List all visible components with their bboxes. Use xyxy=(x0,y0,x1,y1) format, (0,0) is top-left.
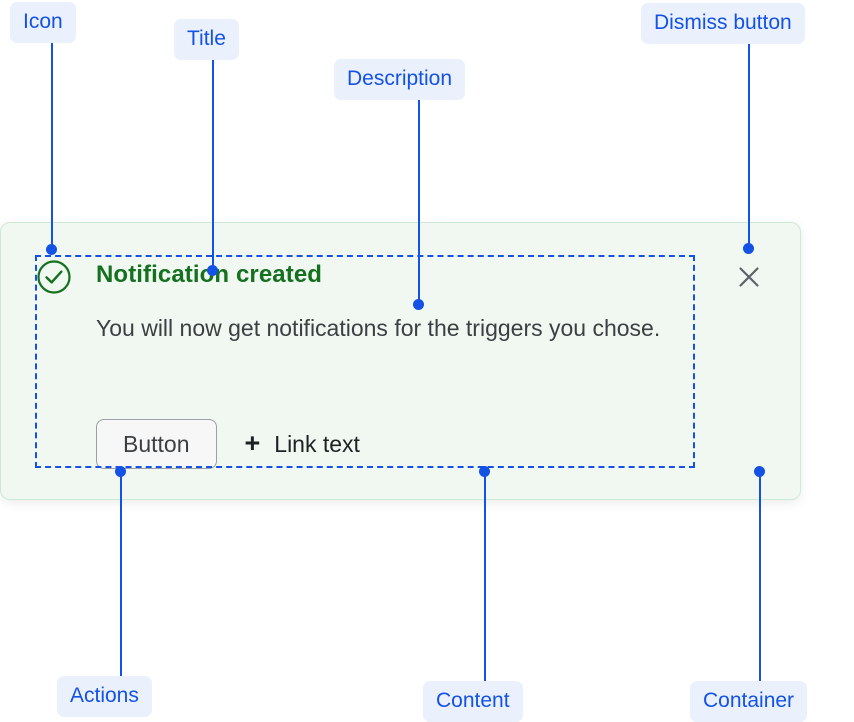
annotation-label-actions: Actions xyxy=(57,676,152,717)
annotation-label-content: Content xyxy=(423,681,523,722)
leader-line-dismiss xyxy=(748,41,750,249)
annotation-label-container: Container xyxy=(690,681,808,722)
leader-dot-title xyxy=(207,265,218,276)
leader-line-content xyxy=(484,472,486,681)
leader-line-actions xyxy=(120,472,122,676)
leader-dot-dismiss xyxy=(743,243,754,254)
leader-line-container xyxy=(759,472,761,681)
leader-line-description xyxy=(418,97,420,305)
annotation-label-description: Description xyxy=(334,59,466,100)
plus-icon: + xyxy=(244,427,261,458)
close-icon xyxy=(739,267,759,287)
action-link-label: Link text xyxy=(274,430,360,457)
leader-dot-content xyxy=(479,466,490,477)
notification-actions: Button + Link text xyxy=(96,419,360,470)
action-button[interactable]: Button xyxy=(96,419,217,470)
dismiss-button[interactable] xyxy=(731,259,767,295)
action-link[interactable]: + Link text xyxy=(244,427,360,458)
leader-dot-icon xyxy=(46,244,57,255)
annotation-label-icon: Icon xyxy=(10,2,76,43)
notification-description: You will now get notifications for the t… xyxy=(96,315,661,341)
annotation-label-dismiss: Dismiss button xyxy=(641,3,805,44)
leader-line-icon xyxy=(51,30,53,250)
leader-dot-description xyxy=(413,299,424,310)
leader-dot-actions xyxy=(115,466,126,477)
leader-dot-container xyxy=(754,466,765,477)
leader-line-title xyxy=(212,57,214,271)
check-circle-icon xyxy=(36,259,72,295)
annotation-label-title: Title xyxy=(174,19,239,60)
